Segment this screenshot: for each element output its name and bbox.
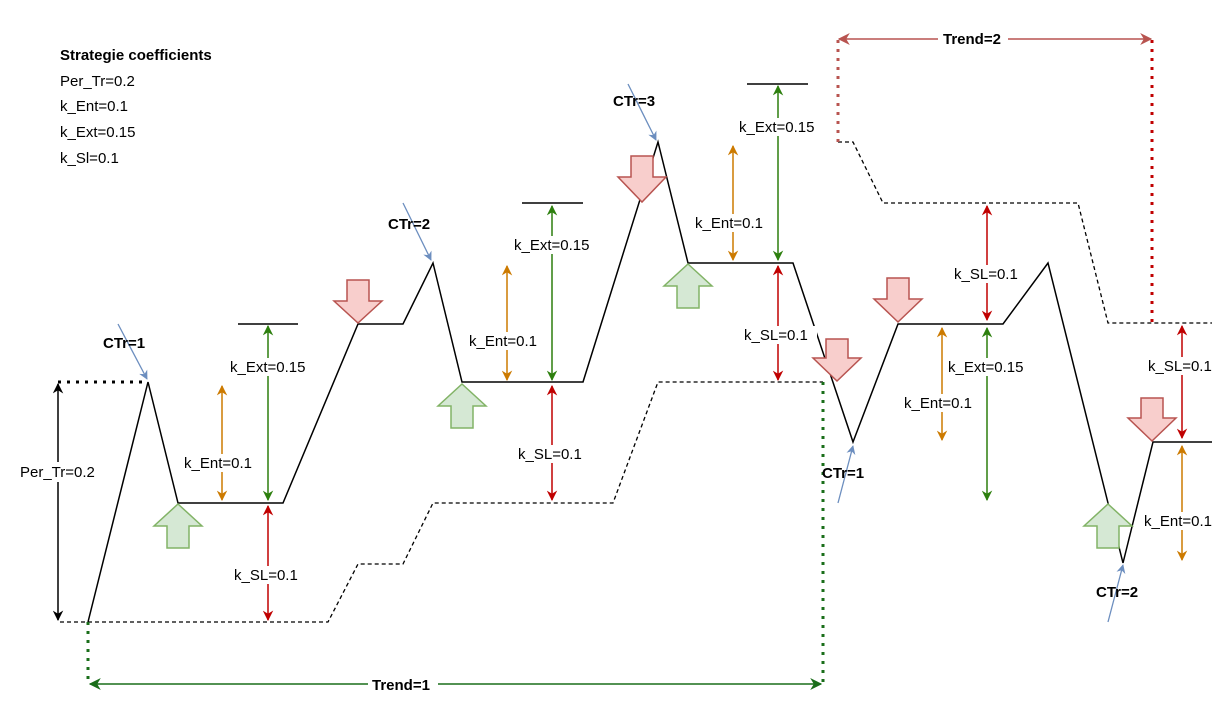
trend2-label: Trend=2 — [943, 31, 1001, 48]
buy-signals — [152, 262, 1134, 549]
ctr-label-1: CTr=1 — [103, 335, 145, 352]
k-sl-label-4: k_SL=0.1 — [954, 266, 1018, 283]
sell-signals — [332, 155, 1178, 443]
ctr-pointer-5 — [1107, 564, 1126, 623]
k-ent-label-1: k_Ent=0.1 — [184, 455, 252, 472]
sell-arrow-icon-2 — [616, 155, 668, 204]
legend-title: Strategie coefficients — [60, 47, 212, 64]
exit-level-bars — [238, 83, 808, 325]
ctr-pointer-1 — [117, 323, 148, 380]
ctr-labels: CTr=1 CTr=2 CTr=3 CTr=1 CTr=2 — [103, 93, 1138, 601]
sell-arrow-icon-1 — [332, 279, 384, 325]
legend-item-k-ext: k_Ext=0.15 — [60, 124, 135, 141]
entry-arrows — [216, 144, 1188, 562]
ctr-label-4: CTr=1 — [822, 465, 864, 482]
legend-item-k-ent: k_Ent=0.1 — [60, 98, 128, 115]
k-ext-label-2: k_Ext=0.15 — [514, 237, 589, 254]
ctr-pointer-4 — [837, 445, 856, 504]
per-tr-label: Per_Tr=0.2 — [20, 464, 95, 481]
k-ent-label-4: k_Ent=0.1 — [904, 395, 972, 412]
sell-arrow-icon-4 — [872, 277, 924, 324]
k-sl-label-5: k_SL=0.1 — [1148, 358, 1212, 375]
label-backgrounds — [181, 118, 1221, 584]
buy-arrow-icon-3 — [662, 262, 714, 309]
ctr-label-5: CTr=2 — [1096, 584, 1138, 601]
exit-arrows — [262, 84, 993, 502]
ctr-label-2: CTr=2 — [388, 216, 430, 233]
trailing-level-line-1 — [60, 381, 823, 623]
legend-item-k-sl: k_Sl=0.1 — [60, 150, 119, 167]
k-ent-label-2: k_Ent=0.1 — [469, 333, 537, 350]
ctr-pointer-2 — [402, 202, 432, 261]
trend1-label: Trend=1 — [372, 677, 430, 694]
k-ext-label-4: k_Ext=0.15 — [948, 359, 1023, 376]
ctr-label-3: CTr=3 — [613, 93, 655, 110]
k-ext-label-3: k_Ext=0.15 — [739, 119, 814, 136]
k-ext-label-1: k_Ext=0.15 — [230, 359, 305, 376]
coefficient-labels: k_Ent=0.1 k_Ext=0.15 k_SL=0.1 k_Ent=0.1 … — [184, 119, 1212, 584]
stoploss-arrows — [262, 204, 1188, 622]
sell-arrow-icon-3 — [811, 338, 863, 383]
k-ent-label-3: k_Ent=0.1 — [695, 215, 763, 232]
sell-arrow-icon-5 — [1126, 397, 1178, 443]
ctr-pointers — [117, 83, 1126, 623]
ctr-pointer-3 — [627, 83, 657, 141]
buy-arrow-icon-4 — [1082, 502, 1134, 549]
buy-arrow-icon-1 — [152, 502, 204, 549]
legend-item-per-tr: Per_Tr=0.2 — [60, 73, 135, 90]
k-sl-label-1: k_SL=0.1 — [234, 567, 298, 584]
price-path — [87, 139, 1212, 623]
k-ent-label-5: k_Ent=0.1 — [1144, 513, 1212, 530]
legend: Strategie coefficients Per_Tr=0.2 k_Ent=… — [60, 47, 212, 167]
k-sl-label-2: k_SL=0.1 — [518, 446, 582, 463]
buy-arrow-icon-2 — [436, 382, 488, 429]
k-sl-label-3: k_SL=0.1 — [744, 327, 808, 344]
